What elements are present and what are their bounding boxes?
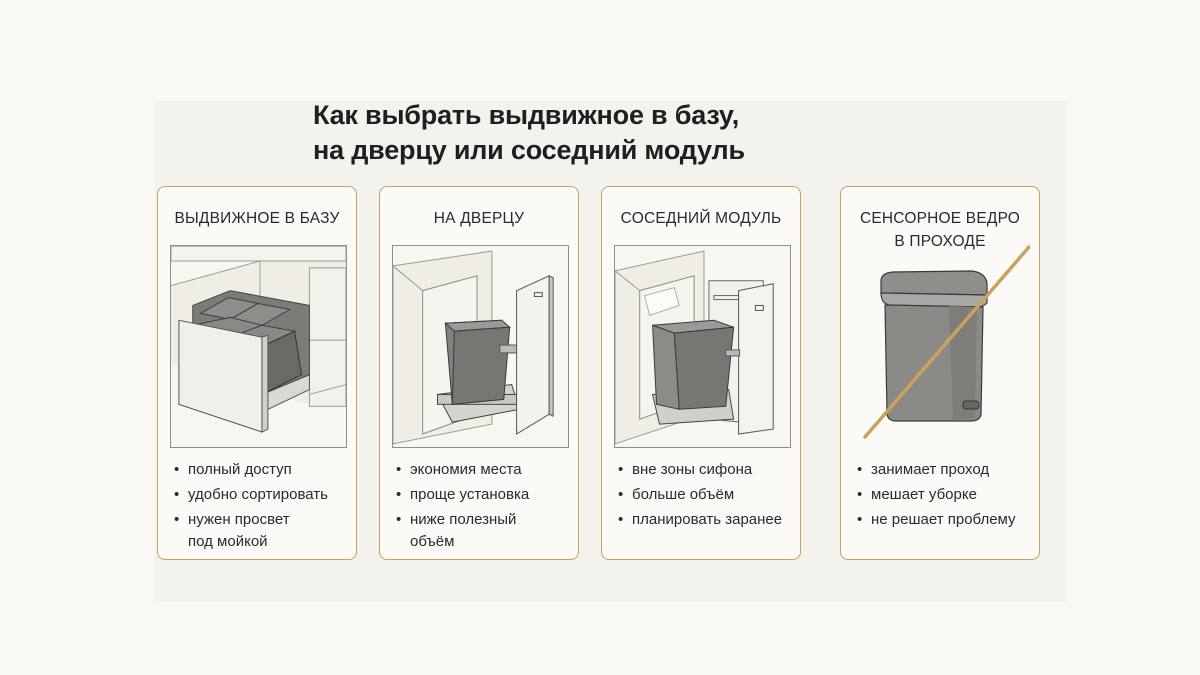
list-item: проще установка [396,484,529,506]
list-item: вне зоны сифона [618,459,782,481]
feature-list: занимает проход мешает уборке не решает … [857,459,1016,534]
card-door-mounted: на дверцу экономия места проще установка… [379,186,579,560]
title-line-2: на дверцу или соседний модуль [313,135,745,165]
page-title: Как выбрать выдвижное в базу, на дверцу … [313,98,745,168]
card-heading: сенсорное ведро в проходе [859,210,1021,250]
card-pull-out-base: выдвижное в базу полный доступ удобно со [157,186,357,560]
list-item: больше объём [618,484,782,506]
title-line-1: Как выбрать выдвижное в базу, [313,100,740,130]
list-item: планировать заранее [618,509,782,531]
card-heading: выдвижное в базу [174,210,340,227]
pull-out-double-bin-icon [170,245,347,448]
card-heading: соседний модуль [620,210,782,227]
list-item: нужен просвет под мойкой [174,509,328,553]
list-item: полный доступ [174,459,328,481]
feature-list: полный доступ удобно сортировать нужен п… [174,459,328,556]
card-side-module: соседний модуль вне зоны сифона больше о… [601,186,801,560]
card-sensor-bin: сенсорное ведро в проходе занимает прохо… [840,186,1040,560]
card-heading: на дверцу [433,210,525,227]
list-item: занимает проход [857,459,1016,481]
list-item: мешает уборке [857,484,1016,506]
door-mounted-bin-icon [392,245,569,448]
list-item: удобно сортировать [174,484,328,506]
list-item: не решает проблему [857,509,1016,531]
crossed-out-sensor-bin-icon [853,245,1030,448]
feature-list: экономия места проще установка ниже поле… [396,459,529,556]
side-module-bin-icon [614,245,791,448]
list-item: ниже полезный объём [396,509,529,553]
list-item: экономия места [396,459,529,481]
feature-list: вне зоны сифона больше объём планировать… [618,459,782,534]
